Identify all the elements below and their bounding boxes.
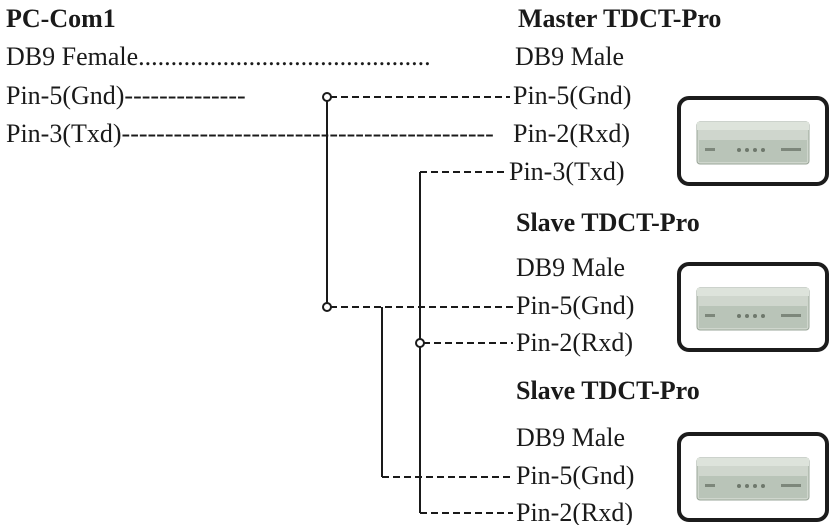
pc-gnd-label: Pin-5(Gnd)-------------- — [6, 81, 246, 110]
junction-dot — [415, 338, 425, 348]
pc-connector-row: DB9 Female..............................… — [6, 42, 431, 71]
master-gnd-label: Pin-5(Gnd) — [513, 81, 632, 110]
master-rxd-label: Pin-2(Rxd) — [513, 119, 630, 148]
slave2-connector: DB9 Male — [516, 423, 626, 452]
pc-title: PC-Com1 — [6, 4, 116, 33]
slave1-connector: DB9 Male — [516, 253, 626, 282]
slave1-title: Slave TDCT-Pro — [516, 208, 700, 237]
slave1-device-box — [677, 262, 829, 352]
master-device-box — [677, 96, 829, 186]
master-title: Master TDCT-Pro — [518, 4, 722, 33]
master-txd-label: Pin-3(Txd) — [509, 157, 625, 186]
pc-txd-label: Pin-3(Txd)------------------------------… — [6, 119, 494, 148]
junction-dot — [322, 302, 332, 312]
slave1-gnd-label: Pin-5(Gnd) — [516, 291, 635, 320]
tdct-pro-device-icon — [696, 287, 810, 331]
slave1-rxd-label: Pin-2(Rxd) — [516, 328, 633, 357]
tdct-pro-device-icon — [696, 457, 810, 501]
slave2-device-box — [677, 432, 829, 522]
slave2-title: Slave TDCT-Pro — [516, 376, 700, 405]
master-connector: DB9 Male — [515, 42, 625, 71]
tdct-pro-device-icon — [696, 121, 810, 165]
slave2-gnd-label: Pin-5(Gnd) — [516, 461, 635, 490]
slave2-rxd-label: Pin-2(Rxd) — [516, 498, 633, 525]
junction-dot — [322, 92, 332, 102]
